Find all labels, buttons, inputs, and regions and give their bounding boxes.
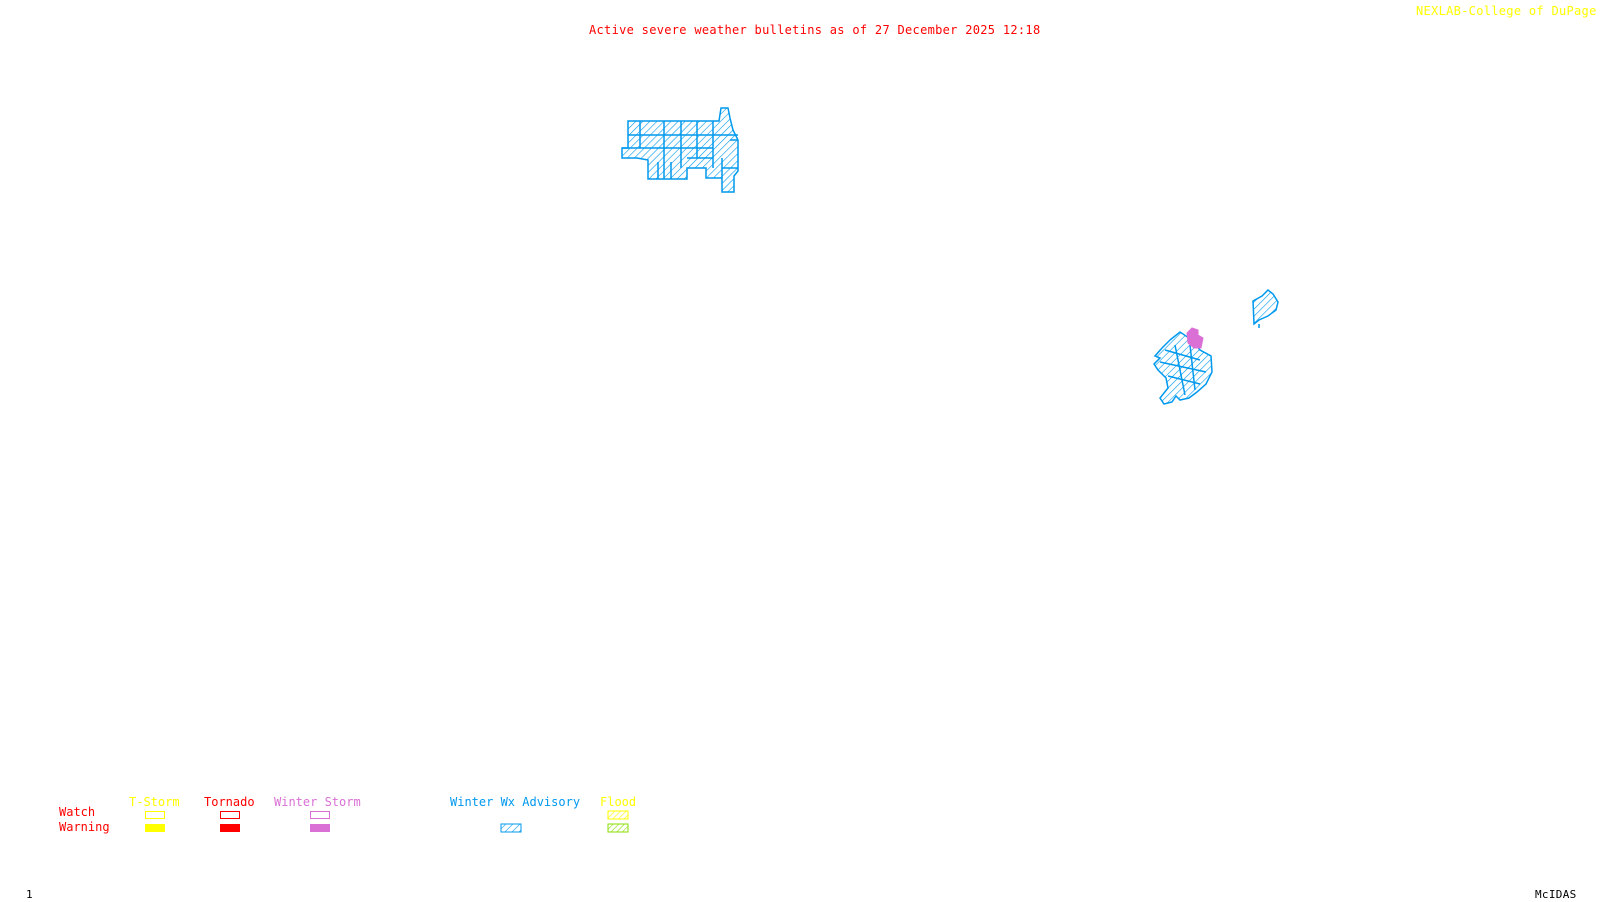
credit-label: NEXLAB-College of DuPage ◹ bbox=[1416, 4, 1600, 18]
legend-winter-storm-label: Winter Storm bbox=[274, 795, 361, 809]
legend-row-warning: Warning bbox=[59, 820, 110, 834]
legend-flood-label: Flood bbox=[600, 795, 637, 809]
advisory-area-outline bbox=[1153, 331, 1213, 405]
legend-tstorm-label: T-Storm bbox=[129, 795, 180, 809]
northeast-winter-storm-warning bbox=[1186, 327, 1204, 349]
county-lines bbox=[622, 121, 738, 179]
legend-tstorm-watch-swatch bbox=[145, 811, 165, 819]
legend-winter-storm-watch-swatch bbox=[310, 811, 330, 819]
frame-number: 1 bbox=[26, 888, 33, 901]
legend-tstorm-warning-swatch bbox=[145, 824, 165, 832]
northeast-advisory-cluster bbox=[1153, 331, 1213, 405]
legend-flood-warning-swatch bbox=[607, 823, 629, 833]
legend-winter-wx-advisory-label: Winter Wx Advisory bbox=[450, 795, 581, 809]
legend-winter-wx-advisory-warning-swatch bbox=[500, 823, 522, 833]
legend-tornado-watch-swatch bbox=[220, 811, 240, 819]
maine-advisory-area bbox=[1252, 288, 1279, 328]
credit-text: NEXLAB-College of DuPage bbox=[1416, 4, 1597, 18]
software-label: McIDAS bbox=[1535, 888, 1577, 901]
legend-tornado-label: Tornado bbox=[204, 795, 255, 809]
upper-midwest-advisory-cluster bbox=[621, 107, 739, 193]
legend-flood-watch-swatch bbox=[607, 810, 629, 820]
advisory-area-outline bbox=[1252, 288, 1279, 326]
legend-tornado-warning-swatch bbox=[220, 824, 240, 832]
advisory-area-outline bbox=[621, 107, 739, 193]
legend-winter-storm-warning-swatch bbox=[310, 824, 330, 832]
county-lines bbox=[1159, 344, 1207, 396]
legend-row-watch: Watch bbox=[59, 805, 96, 819]
bulletin-title: Active severe weather bulletins as of 27… bbox=[589, 23, 1041, 37]
